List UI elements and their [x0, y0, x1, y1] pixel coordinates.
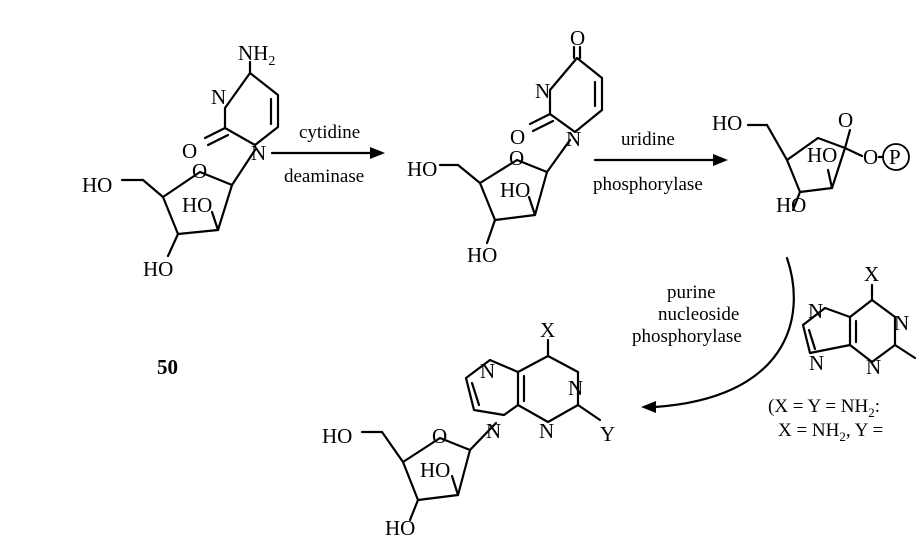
atom-o4: O — [570, 26, 585, 50]
atom-n3-uridine: N — [535, 79, 550, 103]
atom-n7-nucleoside: N — [480, 359, 495, 383]
arrow-purine-nucleoside-phosphorylase — [641, 256, 795, 413]
atom-x-nucleoside: X — [540, 318, 555, 342]
enzyme-nucleoside: nucleoside — [658, 304, 739, 325]
atom-n3: N — [211, 85, 226, 109]
atom-n9-nucleoside: N — [486, 419, 501, 443]
atom-ho-3prime: HO — [143, 257, 173, 281]
atom-ring-o-nucleoside: O — [432, 424, 447, 448]
atom-n9-base: N — [809, 351, 824, 375]
atom-n1-nucleoside: N — [568, 376, 583, 400]
atom-ring-o-uridine: O — [509, 146, 524, 170]
atom-y-nucleoside: Y — [600, 422, 615, 446]
atom-ho-2prime: HO — [182, 193, 212, 217]
purine-base-structure — [801, 283, 917, 364]
enzyme-cytidine: cytidine — [299, 122, 360, 143]
atom-n1-uridine: N — [566, 127, 581, 151]
atom-ho-5prime-r1p: HO — [712, 111, 742, 135]
arrow-cytidine-deaminase — [270, 147, 385, 159]
atom-ring-o-r1p: O — [838, 108, 853, 132]
enzyme-phosphorylase-1: phosphorylase — [593, 174, 703, 195]
uridine-structure — [438, 45, 604, 245]
atom-x-base: X — [864, 262, 879, 286]
ribose-phosphate-structure — [746, 123, 910, 212]
atom-ho-2prime-uridine: HO — [500, 178, 530, 202]
enzyme-purine: purine — [667, 282, 716, 303]
atom-ho-2prime-nucleoside: HO — [420, 458, 450, 482]
atom-ho-5prime-uridine: HO — [407, 157, 437, 181]
atom-ho-5prime-nucleoside: HO — [322, 424, 352, 448]
atom-o-phosphate: O — [863, 145, 878, 169]
atom-ho-3prime-r1p: HO — [776, 193, 806, 217]
conditions-line-1: (X = Y = NH2: — [768, 396, 880, 420]
atom-ho-5prime: HO — [82, 173, 112, 197]
atom-ho-3prime-uridine: HO — [467, 243, 497, 267]
atom-o2-uridine: O — [510, 125, 525, 149]
atom-n3-base: N — [866, 355, 881, 379]
atom-n1-base: N — [894, 311, 909, 335]
arrow-uridine-phosphorylase — [593, 154, 728, 166]
atom-o2: O — [182, 139, 197, 163]
atom-nh2: NH2 — [238, 41, 275, 69]
compound-label-50: 50 — [157, 355, 178, 379]
purine-nucleoside-structure — [360, 338, 602, 522]
atom-n3-nucleoside: N — [539, 419, 554, 443]
cytidine-structure — [120, 60, 280, 258]
phosphate-p: P — [889, 145, 901, 169]
enzyme-uridine: uridine — [621, 129, 675, 150]
atom-ring-o: O — [192, 159, 207, 183]
enzyme-deaminase: deaminase — [284, 166, 364, 187]
enzyme-phosphorylase-2: phosphorylase — [632, 326, 742, 347]
conditions-line-2: X = NH2, Y = — [778, 420, 883, 444]
atom-ho-3prime-nucleoside: HO — [385, 516, 415, 539]
atom-ho-2prime-r1p: HO — [807, 143, 837, 167]
atom-n7-base: N — [808, 299, 823, 323]
atom-n1: N — [251, 141, 266, 165]
